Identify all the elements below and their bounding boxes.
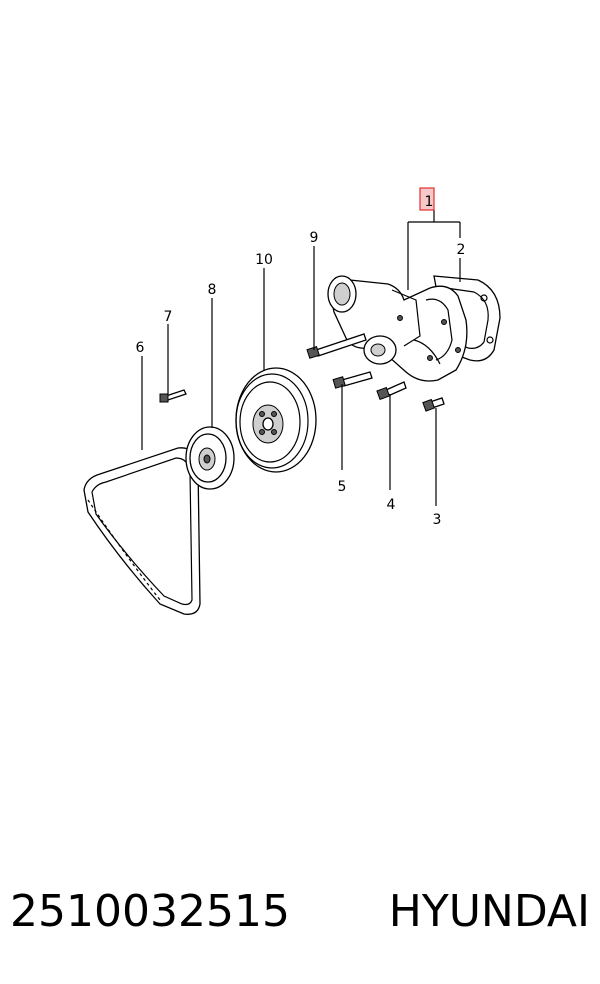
callout-10[interactable]: 10 — [255, 252, 273, 268]
callout-8[interactable]: 8 — [208, 282, 217, 298]
callout-2[interactable]: 2 — [457, 242, 466, 258]
callout-4[interactable]: 4 — [387, 497, 396, 513]
highlight-box[interactable] — [419, 187, 435, 211]
callout-5[interactable]: 5 — [338, 479, 347, 495]
callout-3[interactable]: 3 — [433, 512, 442, 528]
part-number: 2510032515 — [10, 885, 290, 937]
bolt-7 — [159, 389, 187, 403]
bolt-5 — [332, 371, 373, 389]
callout-9[interactable]: 9 — [310, 230, 319, 246]
brand-name: HYUNDAI — [388, 885, 590, 937]
water-pump-pulley — [235, 367, 317, 473]
bolt-3 — [422, 397, 445, 412]
drive-belt — [83, 447, 201, 615]
crank-pulley — [185, 426, 235, 490]
callout-7[interactable]: 7 — [164, 309, 173, 325]
bolt-4 — [376, 381, 407, 401]
parts-diagram: 1 2 3 4 5 6 7 8 9 10 — [83, 187, 501, 615]
callout-1[interactable]: 1 — [425, 194, 434, 210]
callout-6[interactable]: 6 — [136, 340, 145, 356]
bolt-9 — [306, 333, 367, 359]
water-pump-assembly — [327, 275, 501, 382]
caption-bar: 2510032515 HYUNDAI — [10, 876, 590, 946]
leader-lines — [141, 210, 461, 506]
